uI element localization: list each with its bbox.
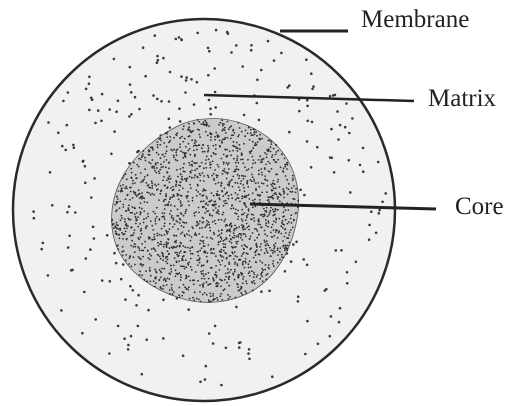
core-label: Core — [455, 194, 504, 219]
matrix-label: Matrix — [428, 86, 496, 111]
membrane-label: Membrane — [361, 7, 469, 32]
